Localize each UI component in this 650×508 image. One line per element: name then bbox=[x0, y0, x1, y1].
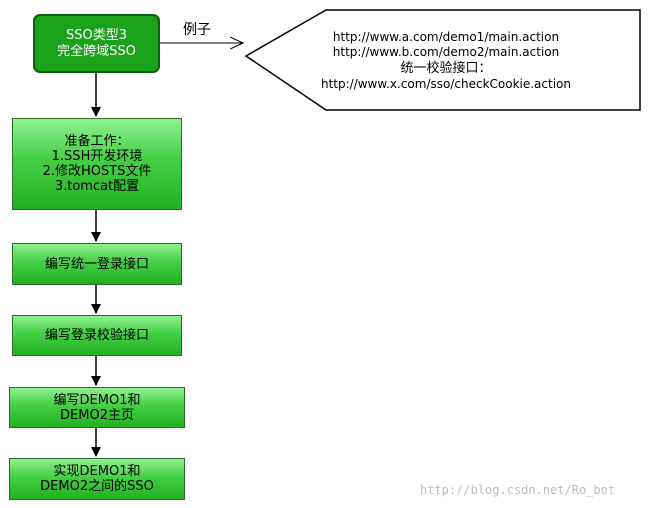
step-login-check-label: 编写登录校验接口 bbox=[44, 328, 149, 343]
example-label: 例子 bbox=[183, 22, 211, 38]
step-preparation-line-1: 准备工作： bbox=[64, 134, 130, 149]
step-demo-sso-line-2: DEMO2之间的SSO bbox=[40, 479, 154, 494]
step-demo-pages-box: 编写DEMO1和 DEMO2主页 bbox=[9, 387, 185, 428]
step-preparation-line-3: 2.修改HOSTS文件 bbox=[42, 164, 152, 179]
sso-type3-line-2: 完全跨域SSO bbox=[57, 43, 136, 59]
callout-url-b: http://www.b.com/demo2/main.action bbox=[332, 45, 560, 59]
sso-type3-box: SSO类型3 完全跨域SSO bbox=[33, 14, 160, 73]
step-unified-login-box: 编写统一登录接口 bbox=[12, 243, 182, 285]
watermark-text: http://blog.csdn.net/Ro_bot bbox=[420, 483, 616, 497]
step-preparation-line-4: 3.tomcat配置 bbox=[54, 179, 140, 194]
example-callout-shape bbox=[244, 9, 641, 111]
step-demo-sso-box: 实现DEMO1和 DEMO2之间的SSO bbox=[9, 458, 185, 500]
step-login-check-box: 编写登录校验接口 bbox=[12, 315, 182, 356]
callout-unified-check-label: 统一校验接口： bbox=[400, 61, 492, 76]
example-callout-text: http://www.a.com/demo1/main.action http:… bbox=[296, 30, 596, 92]
sso-type3-line-1: SSO类型3 bbox=[65, 27, 127, 43]
step-demo-pages-line-2: DEMO2主页 bbox=[60, 407, 134, 423]
callout-url-a: http://www.a.com/demo1/main.action bbox=[332, 30, 560, 44]
callout-url-x: http://www.x.com/sso/checkCookie.action bbox=[320, 77, 571, 91]
step-demo-pages-line-1: 编写DEMO1和 bbox=[53, 392, 141, 408]
step-demo-sso-line-1: 实现DEMO1和 bbox=[53, 464, 141, 479]
step-preparation-box: 准备工作： 1.SSH开发环境 2.修改HOSTS文件 3.tomcat配置 bbox=[12, 118, 182, 210]
step-preparation-line-2: 1.SSH开发环境 bbox=[51, 149, 143, 164]
step-unified-login-label: 编写统一登录接口 bbox=[44, 256, 149, 272]
